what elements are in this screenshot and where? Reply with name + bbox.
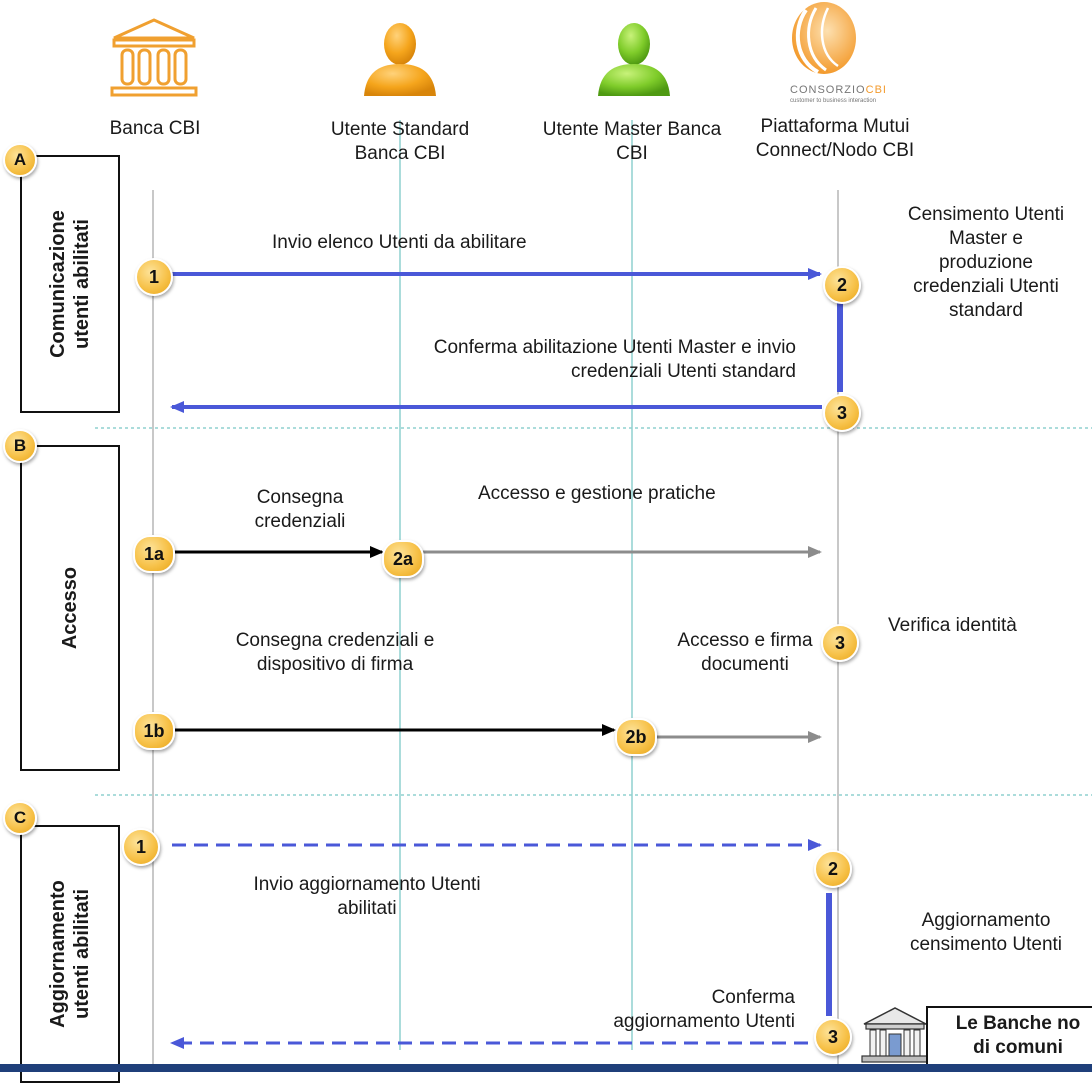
actor-label-line: Utente Master Banca <box>542 119 722 140</box>
msg-line: Invio aggiornamento Utenti <box>253 874 481 895</box>
section-b-box: Accesso <box>20 445 120 771</box>
msg-line: abilitati <box>337 898 397 919</box>
msg-line: aggiornamento Utenti <box>613 1011 795 1032</box>
step-b1b-badge: 1b <box>133 712 175 750</box>
section-c-badge: C <box>3 801 37 835</box>
msg-line: Consegna credenziali e <box>235 630 435 651</box>
msg-line: dispositivo di firma <box>256 654 414 675</box>
actor-label-line: Piattaforma Mutui <box>760 116 910 137</box>
actor-label-line: CBI <box>616 143 648 164</box>
step-c2-badge: 2 <box>814 850 852 888</box>
section-title-line: Accesso <box>59 566 81 650</box>
msg-b-accesso-gestione: Accesso e gestione pratiche <box>478 482 716 506</box>
note-c-aggiornamento: Aggiornamento censimento Utenti <box>880 909 1092 957</box>
bank-note-line: di comuni <box>973 1037 1063 1058</box>
msg-line: documenti <box>701 654 789 675</box>
user-green-icon <box>598 23 670 96</box>
msg-b-accesso-firma: Accesso e firma documenti <box>660 629 830 677</box>
note-b-verifica: Verifica identità <box>888 614 1017 638</box>
note-line: Aggiornamento <box>921 910 1051 931</box>
section-title-line: Aggiornamento <box>47 880 69 1028</box>
note-line: credenziali Utenti <box>913 276 1059 297</box>
section-title-line: utenti abilitati <box>71 219 93 350</box>
consorzio-brand-text: CONSORZIO <box>790 84 866 96</box>
step-a2-badge: 2 <box>823 266 861 304</box>
actor-label-utente-standard: Utente Standard Banca CBI <box>300 118 500 166</box>
actor-label-line: Connect/Nodo CBI <box>755 140 915 161</box>
section-a-badge: A <box>3 143 37 177</box>
msg-b-consegna: Consegna credenziali <box>230 486 370 534</box>
actor-label-line: Banca CBI <box>109 118 201 139</box>
msg-b-consegna-firma: Consegna credenziali e dispositivo di fi… <box>190 629 480 677</box>
consorzio-brand-accent: CBI <box>865 84 887 96</box>
section-title-line: utenti abilitati <box>71 889 93 1019</box>
step-c3-badge: 3 <box>814 1018 852 1056</box>
msg-line: Conferma <box>711 987 795 1008</box>
step-b3-badge: 3 <box>821 624 859 662</box>
msg-c-conferma: Conferma aggiornamento Utenti <box>540 986 795 1034</box>
note-line: standard <box>949 300 1023 321</box>
step-b1a-badge: 1a <box>133 535 175 573</box>
msg-line: Consegna <box>256 487 344 508</box>
msg-line: Accesso e gestione pratiche <box>478 483 716 504</box>
note-line: censimento Utenti <box>909 934 1063 955</box>
section-title-line: Comunicazione <box>47 210 69 358</box>
msg-line: Accesso e firma <box>677 630 813 651</box>
section-a-box: Comunicazione utenti abilitati <box>20 155 120 413</box>
actor-label-line: Utente Standard <box>330 119 470 140</box>
actor-label-piattaforma: Piattaforma Mutui Connect/Nodo CBI <box>730 115 940 163</box>
msg-c-invio: Invio aggiornamento Utenti abilitati <box>212 873 522 921</box>
msg-line: credenziali Utenti standard <box>571 361 796 382</box>
note-line: Censimento Utenti <box>907 204 1065 225</box>
consorzio-tagline: customer to business interaction <box>790 98 877 104</box>
actor-label-banca: Banca CBI <box>95 117 215 141</box>
actor-label-utente-master: Utente Master Banca CBI <box>512 118 752 166</box>
footer-bar <box>0 1064 1092 1072</box>
consorzio-brand: CONSORZIOCBI <box>790 84 887 96</box>
step-a3-badge: 3 <box>823 394 861 432</box>
section-c-title: Aggiornamento utenti abilitati <box>46 880 94 1028</box>
msg-line: credenziali <box>254 511 346 532</box>
step-b2b-badge: 2b <box>615 718 657 756</box>
note-line: Master e <box>949 228 1023 249</box>
section-b-title: Accesso <box>58 567 82 649</box>
step-b2a-badge: 2a <box>382 540 424 578</box>
msg-a-conferma: Conferma abilitazione Utenti Master e in… <box>300 336 796 384</box>
note-line: produzione <box>938 252 1034 273</box>
bank-building-icon <box>110 18 198 97</box>
msg-line: Conferma abilitazione Utenti Master e in… <box>433 337 796 358</box>
msg-a-invio: Invio elenco Utenti da abilitare <box>272 231 527 255</box>
step-a1-badge: 1 <box>135 258 173 296</box>
consorzio-cbi-logo: CONSORZIOCBI customer to business intera… <box>770 0 920 110</box>
bank-note-box: Le Banche no di comuni <box>926 1006 1092 1068</box>
step-c1-badge: 1 <box>122 828 160 866</box>
actor-label-line: Banca CBI <box>354 143 446 164</box>
bank-note-line: Le Banche no <box>955 1013 1081 1034</box>
note-line: Verifica identità <box>888 615 1017 636</box>
msg-line: Invio elenco Utenti da abilitare <box>272 232 527 253</box>
section-b-badge: B <box>3 429 37 463</box>
user-orange-icon <box>364 23 436 96</box>
note-a-censimento: Censimento Utenti Master e produzione cr… <box>880 203 1092 323</box>
section-c-box: Aggiornamento utenti abilitati <box>20 825 120 1083</box>
bank-clipart-icon <box>861 1007 929 1063</box>
section-a-title: Comunicazione utenti abilitati <box>46 210 94 358</box>
consorzio-swirl-icon <box>792 2 856 74</box>
